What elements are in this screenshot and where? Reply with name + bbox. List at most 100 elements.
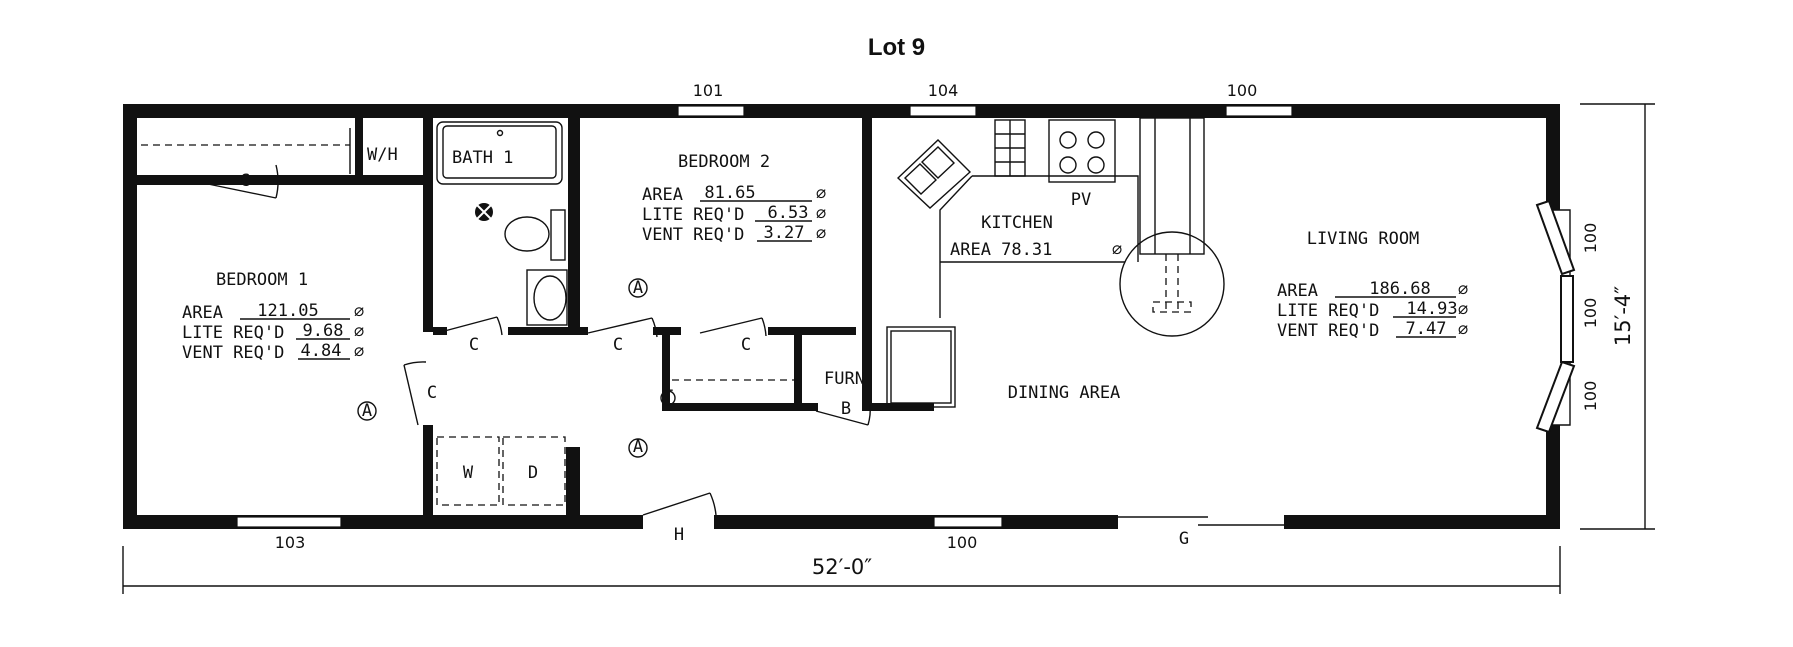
window-label-104: 104 bbox=[928, 81, 959, 100]
wall-top bbox=[123, 104, 1560, 118]
doors: C C C C C B H G bbox=[207, 164, 1284, 549]
window-label-right-2: 100 bbox=[1581, 298, 1600, 329]
living-vent-label: VENT REQ'D bbox=[1277, 321, 1379, 341]
wall-laundry-right bbox=[566, 447, 580, 517]
window-104 bbox=[909, 105, 977, 117]
bedroom1-vent-label: VENT REQ'D bbox=[182, 343, 284, 363]
wall-bath-right bbox=[568, 118, 580, 333]
living-name: LIVING ROOM bbox=[1307, 229, 1420, 249]
bathtub bbox=[436, 121, 563, 185]
window-label-right-3: 100 bbox=[1581, 381, 1600, 412]
bedroom2-area: 81.65 bbox=[704, 183, 755, 203]
dining-table bbox=[1119, 231, 1225, 337]
wall-bottom-2 bbox=[714, 515, 1118, 529]
bedroom2-lite: 6.53 bbox=[768, 203, 809, 223]
bath-label: BATH 1 bbox=[452, 148, 513, 168]
svg-text:⌀: ⌀ bbox=[1458, 300, 1468, 320]
bedroom1-vent: 4.84 bbox=[301, 341, 342, 361]
window-100-top bbox=[1225, 105, 1293, 117]
toilet-icon bbox=[504, 209, 566, 261]
bedroom2-vent-label: VENT REQ'D bbox=[642, 225, 744, 245]
refrigerator bbox=[886, 326, 956, 408]
svg-text:T: T bbox=[663, 387, 673, 407]
wall-wh-left bbox=[355, 118, 363, 178]
living-area-label: AREA bbox=[1277, 281, 1318, 301]
washer-label: W bbox=[463, 463, 474, 483]
window-label-100-top: 100 bbox=[1227, 81, 1258, 100]
svg-text:C: C bbox=[613, 335, 623, 355]
dining-area-label: DINING AREA bbox=[1008, 383, 1121, 403]
wall-bath-left bbox=[423, 118, 433, 328]
wall-bottom-1 bbox=[123, 515, 643, 529]
svg-text:C: C bbox=[469, 335, 479, 355]
kitchen-sink-icon bbox=[896, 139, 972, 209]
plan-title: Lot 9 bbox=[867, 34, 926, 61]
bay-window bbox=[1535, 199, 1576, 434]
kitchen-counter bbox=[972, 175, 1139, 262]
bedroom1-lite: 9.68 bbox=[303, 321, 344, 341]
furnace-label: FURN bbox=[824, 369, 865, 389]
living-area: 186.68 bbox=[1369, 279, 1430, 299]
wall-closet-left bbox=[662, 327, 670, 409]
svg-text:⌀: ⌀ bbox=[816, 204, 826, 224]
svg-text:C: C bbox=[427, 383, 437, 403]
bedroom1-name: BEDROOM 1 bbox=[216, 270, 308, 290]
pantry-column bbox=[1139, 117, 1205, 313]
wall-closet-top bbox=[137, 175, 431, 185]
wall-right-lower bbox=[1546, 425, 1560, 529]
interior-walls bbox=[137, 118, 934, 517]
bedroom2-lite-label: LITE REQ'D bbox=[642, 205, 744, 225]
svg-text:H: H bbox=[674, 525, 684, 545]
range-icon bbox=[1048, 119, 1116, 183]
svg-text:A: A bbox=[362, 401, 372, 421]
window-openings bbox=[236, 105, 1293, 528]
wall-laundry-left bbox=[423, 425, 433, 517]
wall-bottom-3 bbox=[1284, 515, 1560, 529]
kitchen-name: KITCHEN bbox=[981, 213, 1053, 233]
overall-length: 52′-0″ bbox=[812, 555, 872, 579]
bedroom2-area-label: AREA bbox=[642, 185, 683, 205]
wall-left bbox=[123, 104, 137, 529]
svg-text:⌀: ⌀ bbox=[1458, 280, 1468, 300]
sink-icon bbox=[526, 269, 568, 326]
svg-text:⌀: ⌀ bbox=[354, 322, 364, 342]
wall-closet-bottom bbox=[662, 403, 818, 411]
svg-text:⌀: ⌀ bbox=[1112, 240, 1122, 260]
bedroom1-area-label: AREA bbox=[182, 303, 223, 323]
svg-text:A: A bbox=[633, 437, 643, 457]
window-label-101: 101 bbox=[693, 81, 724, 100]
svg-text:⌀: ⌀ bbox=[354, 302, 364, 322]
wall-furn-top bbox=[768, 327, 856, 335]
bedroom2-area-unit: ⌀ bbox=[816, 184, 826, 204]
wall-bed2-right bbox=[862, 118, 872, 408]
washer-dryer: W D bbox=[436, 436, 566, 506]
living-lite-label: LITE REQ'D bbox=[1277, 301, 1379, 321]
bedroom1-area: 121.05 bbox=[257, 301, 318, 321]
overall-width-dimension: 15′-4″ bbox=[1580, 103, 1655, 530]
bedroom2-name: BEDROOM 2 bbox=[678, 152, 770, 172]
overall-length-dimension: 52′-0″ bbox=[122, 546, 1561, 594]
smoke-detector-marks: A A A T bbox=[357, 278, 676, 458]
svg-text:B: B bbox=[841, 399, 851, 419]
svg-text:⌀: ⌀ bbox=[354, 342, 364, 362]
svg-text:A: A bbox=[633, 278, 643, 298]
svg-text:⌀: ⌀ bbox=[1458, 320, 1468, 340]
svg-text:C: C bbox=[240, 171, 250, 191]
bedroom2-vent: 3.27 bbox=[764, 223, 805, 243]
pv-label: PV bbox=[1071, 190, 1091, 210]
window-label-100-bottom: 100 bbox=[947, 533, 978, 552]
window-100-bottom bbox=[933, 516, 1003, 528]
window-101 bbox=[677, 105, 745, 117]
cabinet-grid bbox=[994, 119, 1026, 177]
wall-right-upper bbox=[1546, 104, 1560, 210]
window-103 bbox=[236, 516, 342, 528]
kitchen-area: AREA 78.31 bbox=[950, 240, 1052, 260]
living-vent: 7.47 bbox=[1406, 319, 1447, 339]
exhaust-fan-icon bbox=[475, 203, 493, 221]
window-label-103: 103 bbox=[275, 533, 306, 552]
window-label-right-1: 100 bbox=[1581, 223, 1600, 254]
wall-furn-left bbox=[794, 335, 802, 405]
bedroom1-lite-label: LITE REQ'D bbox=[182, 323, 284, 343]
overall-width: 15′-4″ bbox=[1611, 286, 1635, 346]
